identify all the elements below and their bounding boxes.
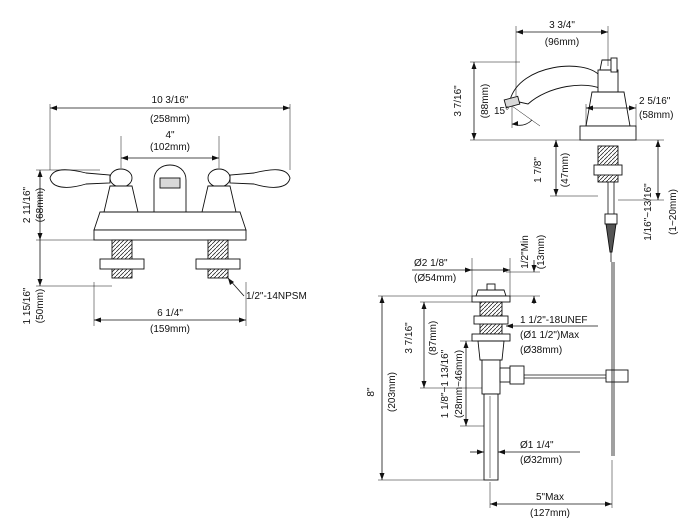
overall-width-mm-label: (258mm) xyxy=(150,114,190,125)
dim-body-height: 3 7/16" (87mm) xyxy=(404,301,482,389)
side-nut xyxy=(593,164,623,176)
side-view: 3 3/4" (96mm) 3 7/16" (88mm) 15° xyxy=(453,20,679,262)
lift-rod-clip xyxy=(605,369,629,383)
front-view: 10 3/16" (258mm) 4" (102mm) 2 11/16" (68… xyxy=(22,95,307,335)
drain-stopper xyxy=(475,289,507,297)
tail-diameter-label: (Ø1 1/2")Max xyxy=(520,330,579,341)
dim-deck-thickness: 1/16"~13/16" (1~20mm) xyxy=(618,139,679,241)
left-handle-cap xyxy=(109,168,133,188)
supply-tip xyxy=(605,223,617,253)
side-deck-plate xyxy=(579,125,637,141)
drain-view: 1/2"Min (13mm) Ø2 1/8" (Ø54mm) 1 1/2"-18… xyxy=(366,235,629,519)
center-spacing-label: 4" xyxy=(165,130,175,141)
side-handle-lever xyxy=(610,57,618,73)
left-handle-body xyxy=(103,185,139,213)
drain-lower-body xyxy=(477,340,505,361)
overall-width-label: 10 3/16" xyxy=(152,95,189,106)
dim-overall-width: 10 3/16" (258mm) xyxy=(49,95,291,170)
side-faucet-body xyxy=(503,57,637,262)
left-handle-lever xyxy=(49,169,111,188)
spout-reach-mm-label: (96mm) xyxy=(545,37,579,48)
dim-min-clearance: 1/2"Min (13mm) xyxy=(506,235,547,304)
body-height-label: 3 7/16" xyxy=(404,322,415,354)
right-handle-cap xyxy=(207,168,231,188)
dim-total-height: 8" (203mm) xyxy=(366,295,484,481)
spout-reach-label: 3 3/4" xyxy=(549,20,575,31)
dim-handle-height: 2 11/16" (68mm) xyxy=(22,169,100,241)
tail-thread-callout: 1 1/2"-18UNEF (Ø1 1/2")Max (Ø38mm) xyxy=(506,315,598,356)
spout-height-label: 3 7/16" xyxy=(453,85,464,117)
deck-to-spout-label: 1 7/8" xyxy=(533,157,544,183)
tailpiece-diameter-label: Ø1 1/4" xyxy=(520,440,554,451)
dim-lift-rod-offset: 5"Max (127mm) xyxy=(489,460,613,519)
dim-base-length: 2 5/16" (58mm) xyxy=(585,96,673,126)
left-nut xyxy=(99,258,145,270)
dim-shank-length: 1 15/16" (50mm) xyxy=(22,240,112,324)
base-plate xyxy=(93,229,247,241)
deck-thickness-mm-label: (1~20mm) xyxy=(668,189,679,235)
spout xyxy=(153,164,187,215)
spout-height-mm-label: (88mm) xyxy=(480,84,491,118)
dim-spout-height: 3 7/16" (88mm) xyxy=(453,61,580,141)
side-handle-post xyxy=(597,69,619,93)
dim-tailpiece-diameter: Ø1 1/4" (Ø32mm) xyxy=(470,440,580,466)
tailpiece-diameter-mm-label: (Ø32mm) xyxy=(520,455,562,466)
total-height-mm-label: (203mm) xyxy=(387,372,398,412)
deck-plate xyxy=(93,211,247,231)
flange-diameter-label: Ø2 1/8" xyxy=(414,258,448,269)
front-faucet-body xyxy=(49,164,291,279)
supply-fitting xyxy=(604,213,618,225)
dim-spout-reach: 3 3/4" (96mm) xyxy=(515,20,609,96)
drain-lock-nut xyxy=(473,315,509,325)
dim-base-width: 6 1/4" (159mm) xyxy=(93,282,247,335)
base-width-label: 6 1/4" xyxy=(157,308,183,319)
spout-aerator xyxy=(159,177,181,189)
handle-height-mm-label: (68mm) xyxy=(35,188,46,222)
dim-adjust-range: 1 1/8"~1 13/16" (28mm~46mm) xyxy=(440,340,484,427)
side-spout xyxy=(509,65,605,105)
tail-thread-label: 1 1/2"-18UNEF xyxy=(520,315,587,326)
center-spacing-mm-label: (102mm) xyxy=(150,142,190,153)
drain-assembly xyxy=(471,262,629,481)
handle-height-label: 2 11/16" xyxy=(22,186,33,223)
dim-center-spacing: 4" (102mm) xyxy=(120,130,220,168)
right-handle-lever xyxy=(229,169,291,188)
deck-thickness-label: 1/16"~13/16" xyxy=(643,183,654,241)
adjust-range-mm-label: (28mm~46mm) xyxy=(454,350,465,418)
thread-callout: 1/2"-14NPSM xyxy=(227,277,307,302)
right-nut xyxy=(195,258,241,270)
base-length-label: 2 5/16" xyxy=(639,96,671,107)
base-length-mm-label: (58mm) xyxy=(639,110,673,121)
pivot-nut xyxy=(499,367,511,383)
flange-diameter-mm-label: (Ø54mm) xyxy=(414,273,456,284)
base-width-mm-label: (159mm) xyxy=(150,324,190,335)
min-clearance-label: 1/2"Min xyxy=(520,235,531,269)
thread-callout-label: 1/2"-14NPSM xyxy=(246,291,307,302)
dim-flange-diameter: Ø2 1/8" (Ø54mm) xyxy=(412,258,511,296)
body-height-mm-label: (87mm) xyxy=(428,321,439,355)
lift-rod-offset-label: 5"Max xyxy=(536,492,564,503)
drain-washer xyxy=(471,333,511,342)
tail-diameter-mm-label: (Ø38mm) xyxy=(520,345,562,356)
shank-length-label: 1 15/16" xyxy=(22,287,33,324)
total-height-label: 8" xyxy=(366,387,377,397)
drain-flange xyxy=(471,295,511,303)
dim-deck-to-spout: 1 7/8" (47mm) xyxy=(533,140,598,197)
shank-length-mm-label: (50mm) xyxy=(35,289,46,323)
spout-angle-label: 15° xyxy=(494,106,509,117)
dim-spout-angle: 15° xyxy=(494,105,541,128)
deck-to-spout-mm-label: (47mm) xyxy=(560,153,571,187)
tailpiece xyxy=(483,393,499,481)
side-aerator xyxy=(503,95,521,109)
adjust-range-label: 1 1/8"~1 13/16" xyxy=(440,349,451,418)
side-shank xyxy=(597,145,619,183)
right-handle-body xyxy=(201,185,237,213)
min-clearance-mm-label: (13mm) xyxy=(536,235,547,269)
lift-rod-offset-mm-label: (127mm) xyxy=(530,508,570,519)
